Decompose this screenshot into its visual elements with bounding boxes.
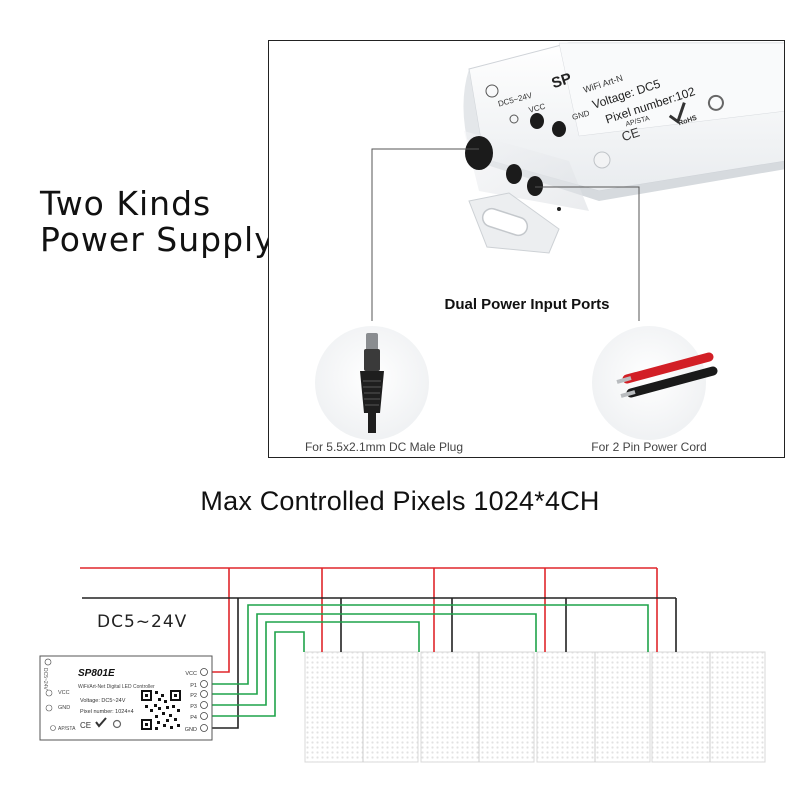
terminal-hole-lower-2 <box>527 176 543 196</box>
power-ports-photo-panel: SP WiFi Art-N Voltage: DC5 Pixel number:… <box>268 40 785 458</box>
controller-ce-mark: CE <box>80 721 91 730</box>
two-pin-cord-icon <box>616 352 718 398</box>
power-cord-caption: For 2 Pin Power Cord <box>591 440 706 454</box>
controller-voltage: Voltage: DC5~24V <box>80 698 126 704</box>
device-brand-text: SP <box>549 70 573 92</box>
power-ports-illustration: SP WiFi Art-N Voltage: DC5 Pixel number:… <box>305 42 784 454</box>
dc-plug-caption: For 5.5x2.1mm DC Male Plug <box>305 440 463 454</box>
dc-plug-icon <box>360 333 384 433</box>
pin-label-p2: P2 <box>190 693 197 699</box>
pin-terminal-p3 <box>200 701 208 709</box>
pin-terminal-p4 <box>200 712 208 720</box>
gnd-wire <box>82 597 677 729</box>
apsta-button-icon <box>50 725 56 731</box>
device-vcc-label: VCC <box>528 102 547 115</box>
check-mark-icon <box>668 102 686 124</box>
controller-vcc-left-label: VCC <box>58 690 70 696</box>
dual-power-ports-label: Dual Power Input Ports <box>444 296 609 313</box>
data-wires <box>210 604 649 717</box>
led-panel-4 <box>651 651 766 763</box>
headline-power-supply: Two Kinds Power Supply <box>40 184 275 259</box>
polarity-icon <box>44 658 52 666</box>
led-panel-2 <box>420 651 535 763</box>
controller-dc-mark: DC5~24V <box>42 668 48 690</box>
pin-terminal-p1 <box>200 680 208 688</box>
pin-terminal-vcc <box>200 668 208 676</box>
controller-device: SP WiFi Art-N Voltage: DC5 Pixel number:… <box>463 42 784 254</box>
pin-label-p3: P3 <box>190 704 197 710</box>
device-gnd-label: GND <box>571 109 591 122</box>
gnd-terminal-hole <box>552 121 566 137</box>
vcc-terminal-hole <box>530 113 544 129</box>
power-cord-circle <box>592 326 718 440</box>
check-mark-icon <box>95 717 107 728</box>
sp801e-controller: DC5~24V VCC GND AP/STA SP801E WiFi/Art-N… <box>39 655 213 741</box>
controller-pin-column: VCC P1 P2 P3 P4 GND <box>185 668 208 733</box>
controller-subtitle: WiFi/Art-Net Digital LED Controller <box>78 684 155 690</box>
controller-pixel: Pixel number: 1024×4 <box>80 709 134 715</box>
controller-gnd-left-label: GND <box>58 705 70 711</box>
qr-code-icon <box>141 690 181 730</box>
dc-supply-label: DC5~24V <box>97 612 188 632</box>
dc-jack-port <box>465 136 493 170</box>
controller-model: SP801E <box>78 668 115 679</box>
pin-label-gnd: GND <box>185 727 197 733</box>
recycle-icon <box>112 719 122 729</box>
pin-terminal-p2 <box>200 690 208 698</box>
callout-lines <box>371 148 640 321</box>
pin-terminal-gnd <box>200 724 208 732</box>
pin-label-vcc: VCC <box>185 671 197 677</box>
terminal-hole-lower-1 <box>506 164 522 184</box>
device-ce-mark: CE <box>620 124 642 144</box>
led-panel-1 <box>304 651 419 763</box>
controller-apsta-label: AP/STA <box>58 726 76 732</box>
led-panel-3 <box>536 651 651 763</box>
dc-plug-circle <box>315 326 429 440</box>
ap-sta-button <box>593 151 611 169</box>
pin-label-p1: P1 <box>190 683 197 689</box>
dc-polarity-icon <box>485 84 499 98</box>
pin-label-p4: P4 <box>190 715 197 721</box>
section-title-max-pixels: Max Controlled Pixels 1024*4CH <box>200 486 600 516</box>
recycle-icon <box>707 94 724 111</box>
vcc-wire <box>80 567 658 673</box>
